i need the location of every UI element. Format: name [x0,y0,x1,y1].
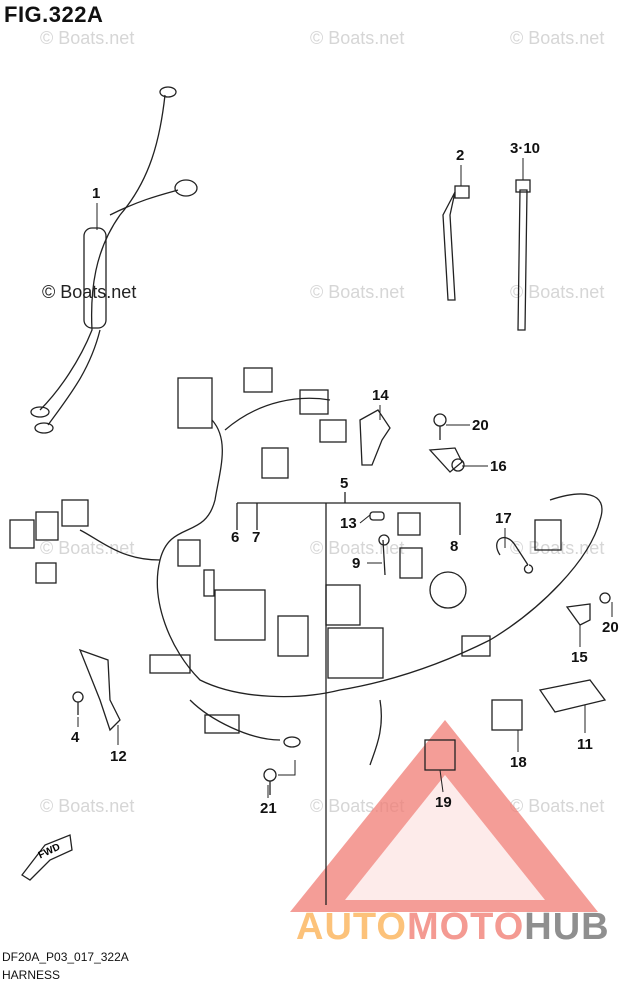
callout-20: 20 [472,417,489,434]
callout-16: 16 [490,458,507,475]
watermark: © Boats.net [40,28,135,48]
battery-cable-part-1 [30,86,198,434]
callout-14: 14 [372,387,389,404]
drawing-code: DF20A_P03_017_322A [2,950,129,964]
callout-17: 17 [495,510,512,527]
watermark: © Boats.net [42,282,137,302]
callout-3-10: 3·10 [510,140,541,157]
callout-13: 13 [340,515,357,532]
callout-15: 15 [571,649,588,666]
callout-7: 7 [252,529,261,546]
callout-4: 4 [71,729,80,746]
watermark: © Boats.net [40,796,135,816]
watermark: © Boats.net [310,282,405,302]
watermark: © Boats.net [510,282,605,302]
callout-20b: 20 [602,619,619,636]
watermark: © Boats.net [40,538,135,558]
fwd-arrow-icon [21,834,73,881]
callout-9: 9 [352,555,361,572]
caption: HARNESS [2,968,61,982]
automotohub-logo: AUTOMOTOHUB [296,906,610,948]
main-harness-part-5 [9,367,603,766]
callout-19: 19 [435,794,452,811]
watermark: © Boats.net [510,796,605,816]
cable-tie-part-2 [442,185,470,301]
callout-8: 8 [450,538,459,555]
watermark: © Boats.net [510,538,605,558]
watermark: © Boats.net [510,28,605,48]
leader-lines [77,158,613,798]
callout-11: 11 [577,736,593,753]
group-bracket [236,492,461,905]
callout-12: 12 [110,748,127,765]
small-parts [72,409,611,795]
callout-2: 2 [456,147,465,164]
callout-21: 21 [260,800,277,817]
cable-tie-part-3 [515,179,531,331]
watermark: © Boats.net [310,28,405,48]
callout-18: 18 [510,754,527,771]
figure-title: FIG.322A [4,2,104,27]
logo-triangle [290,720,598,912]
callout-6: 6 [231,529,240,546]
callout-1: 1 [92,185,101,202]
callout-5: 5 [340,475,349,492]
